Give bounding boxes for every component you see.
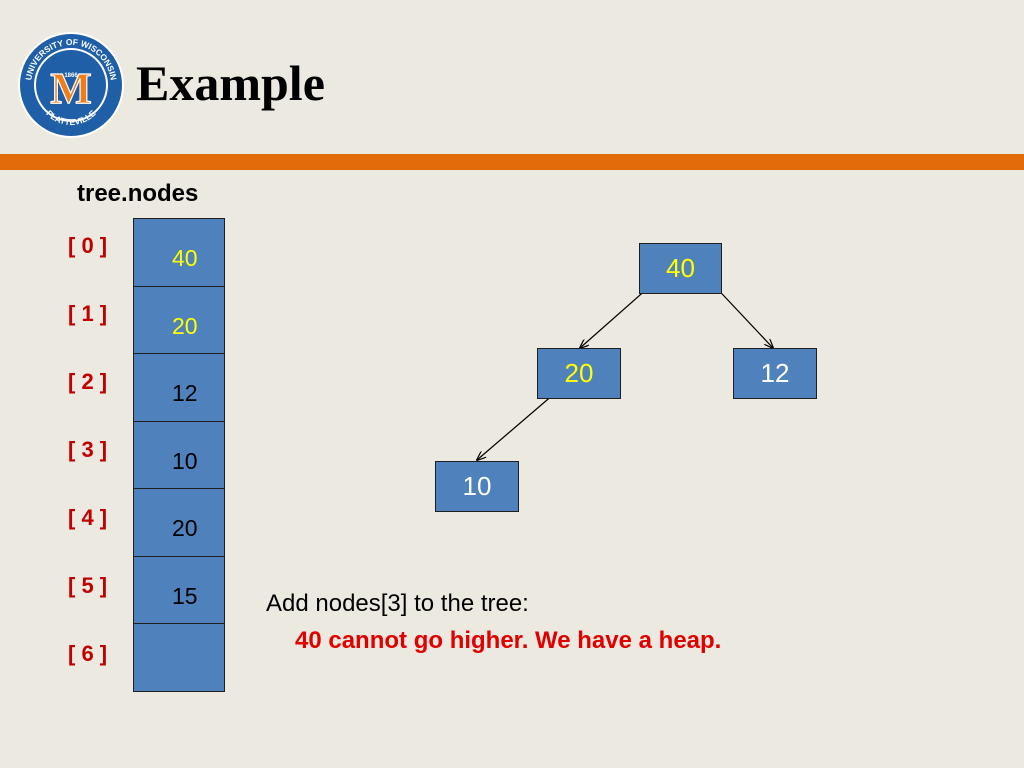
- tree-node-right: 12: [733, 348, 817, 399]
- tree-node-left: 20: [537, 348, 621, 399]
- cell-value: 40: [172, 245, 198, 271]
- seal-year: 1866: [64, 73, 78, 79]
- message-instruction: Add nodes[3] to the tree:: [266, 590, 529, 617]
- array-cell: 40: [133, 218, 225, 287]
- cell-value: 20: [172, 312, 198, 339]
- accent-divider-bar: [0, 154, 1024, 170]
- index-label: [ 0 ]: [68, 233, 108, 258]
- index-label: [ 3 ]: [68, 437, 108, 462]
- cell-value: 20: [172, 515, 198, 541]
- message-result: 40 cannot go higher. We have a heap.: [295, 627, 722, 654]
- node-value: 12: [760, 358, 790, 388]
- index-label: [ 2 ]: [68, 369, 108, 394]
- tree-node-left-left: 10: [435, 461, 519, 512]
- array-cells: 40 20 12 10 20 15: [133, 218, 225, 692]
- index-label: [ 1 ]: [68, 301, 108, 326]
- slide-title: Example: [136, 55, 325, 111]
- cell-value: 12: [172, 380, 198, 406]
- tree-node-root: 40: [639, 243, 722, 294]
- array-cell: 10: [133, 420, 225, 490]
- array-caption: tree.nodes: [77, 180, 199, 207]
- node-value: 20: [564, 358, 594, 388]
- index-label: [ 6 ]: [68, 641, 108, 666]
- node-value: 40: [666, 253, 695, 283]
- array-cell: 20: [133, 488, 225, 557]
- node-value: 10: [462, 471, 492, 501]
- seal-letter: M: [50, 64, 92, 113]
- array-cell: 15: [133, 555, 225, 625]
- index-label: [ 5 ]: [68, 573, 108, 598]
- edge-left-leftleft: [477, 393, 555, 460]
- array-cell: [133, 623, 225, 692]
- cell-value: 10: [172, 447, 198, 474]
- cell-value: 15: [172, 582, 198, 609]
- index-label: [ 4 ]: [68, 505, 108, 530]
- array-cell: 20: [133, 285, 225, 355]
- university-seal-logo: UNIVERSITY OF WISCONSIN PLATTEVILLE M 18…: [18, 32, 124, 138]
